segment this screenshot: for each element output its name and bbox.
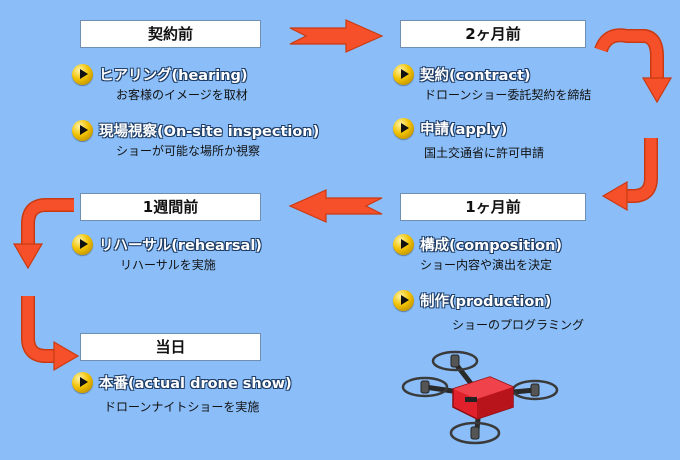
item-show-desc: ドローンナイトショーを実施 bbox=[104, 400, 260, 414]
item-contract-desc: ドローンショー委託契約を締結 bbox=[424, 88, 592, 102]
stage-one-month-before: 1ヶ月前 bbox=[400, 193, 586, 221]
item-hearing-desc: お客様のイメージを取材 bbox=[116, 88, 248, 102]
item-contract-title: 契約(contract) bbox=[420, 68, 531, 84]
play-bullet-icon bbox=[393, 118, 414, 139]
item-rehearsal-title: リハーサル(rehearsal) bbox=[99, 238, 262, 254]
item-rehearsal-desc: リハーサルを実施 bbox=[120, 258, 216, 272]
item-production-title: 制作(production) bbox=[420, 294, 552, 310]
play-bullet-icon bbox=[72, 64, 93, 85]
item-onsite-title: 現場視察(On-site inspection) bbox=[99, 124, 320, 140]
arrow-right-icon bbox=[289, 19, 384, 53]
stage-before-contract: 契約前 bbox=[80, 20, 261, 48]
item-show-title: 本番(actual drone show) bbox=[99, 376, 292, 392]
arrow-curve-down-icon bbox=[594, 28, 673, 104]
item-apply-title: 申請(apply) bbox=[420, 122, 508, 138]
item-composition-desc: ショー内容や演出を決定 bbox=[420, 258, 553, 272]
play-bullet-icon bbox=[72, 234, 93, 255]
arrow-curve-right-icon bbox=[21, 296, 80, 372]
item-apply-desc: 国土交通省に許可申請 bbox=[424, 146, 545, 160]
item-onsite-desc: ショーが可能な場所か視察 bbox=[116, 144, 261, 158]
item-production-desc: ショーのプログラミング bbox=[452, 318, 585, 332]
play-bullet-icon bbox=[393, 234, 414, 255]
drone-icon bbox=[401, 350, 559, 445]
play-bullet-icon bbox=[393, 290, 414, 311]
item-composition-title: 構成(composition) bbox=[420, 238, 563, 254]
arrow-left-icon bbox=[288, 189, 383, 223]
item-hearing-title: ヒアリング(hearing) bbox=[99, 68, 248, 84]
stage-one-week-before: 1週間前 bbox=[80, 193, 261, 221]
play-bullet-icon bbox=[393, 64, 414, 85]
stage-two-months-before: 2ヶ月前 bbox=[400, 20, 586, 48]
arrow-curve-left-down-icon bbox=[601, 138, 658, 212]
play-bullet-icon bbox=[72, 372, 93, 393]
play-bullet-icon bbox=[72, 120, 93, 141]
stage-day-of: 当日 bbox=[80, 333, 261, 361]
arrow-curve-down-left-icon bbox=[12, 198, 74, 270]
